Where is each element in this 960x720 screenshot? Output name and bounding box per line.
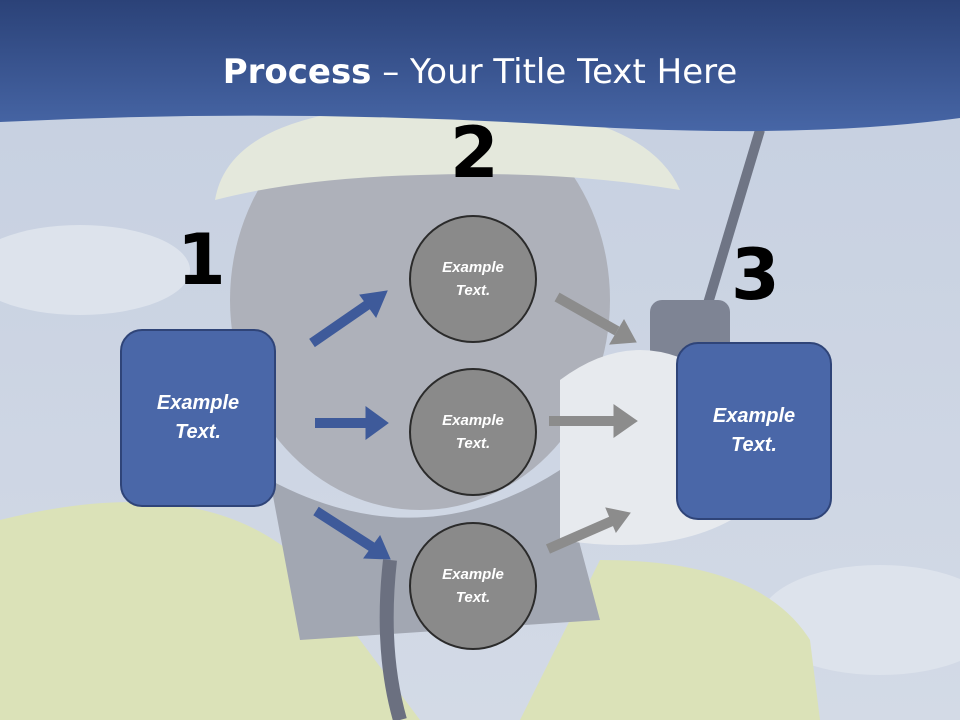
gray-arrow-bottom-head <box>605 507 631 534</box>
slide-title: Process – Your Title Text Here <box>0 52 960 92</box>
step-number-3: 3 <box>731 234 780 316</box>
blue-arrow-down-head <box>363 534 391 560</box>
step-number-2: 2 <box>450 112 499 194</box>
gray-arrow-bottom <box>545 516 615 554</box>
gray-arrow-mid-head <box>613 404 638 438</box>
circle-top: Example Text. <box>409 215 537 343</box>
right-box: Example Text. <box>676 342 832 520</box>
gray-arrow-top <box>554 292 620 336</box>
blue-arrow-up-head <box>359 290 388 319</box>
blue-arrow-mid-head <box>365 406 389 440</box>
left-box: Example Text. <box>120 329 276 507</box>
gray-arrow-top-head <box>609 318 637 345</box>
left-box-text: Example Text. <box>156 392 240 443</box>
title-bold: Process <box>222 52 372 92</box>
circle-middle-text: Example Text. <box>442 412 504 452</box>
circle-bottom: Example Text. <box>409 522 537 650</box>
blue-arrow-down <box>313 506 375 552</box>
circle-top-text: Example Text. <box>442 259 504 299</box>
right-box-text: Example Text. <box>712 405 796 456</box>
title-rest: – Your Title Text Here <box>371 52 738 92</box>
circle-bottom-text: Example Text. <box>442 566 504 606</box>
header-banner <box>0 0 960 132</box>
step-number-1: 1 <box>177 219 226 301</box>
blue-arrow-up <box>309 298 373 348</box>
circle-middle: Example Text. <box>409 368 537 496</box>
